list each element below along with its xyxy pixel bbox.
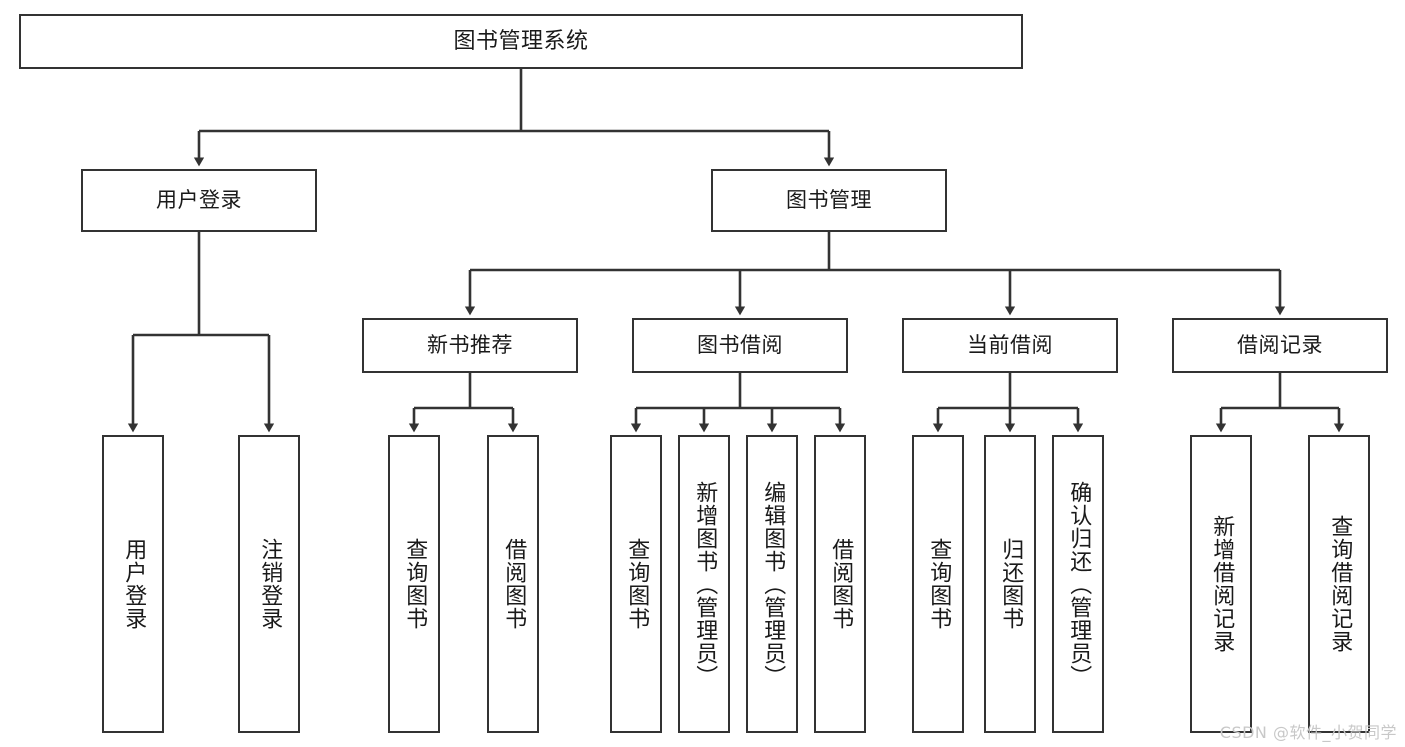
node-leaf-user-logout[interactable]: 注销登录 [238,435,300,733]
node-label: 用户登录 [121,538,147,630]
node-label: 新增借阅记录 [1209,515,1235,653]
node-current-borrow[interactable]: 当前借阅 [902,318,1118,373]
node-leaf-query-book-1[interactable]: 查询图书 [388,435,440,733]
node-leaf-user-login[interactable]: 用户登录 [102,435,164,733]
node-label: 新书推荐 [427,333,513,358]
node-leaf-borrow-book-2[interactable]: 借阅图书 [814,435,866,733]
node-label: 图书管理 [786,188,872,213]
node-label: 借阅记录 [1237,333,1323,358]
node-leaf-query-record[interactable]: 查询借阅记录 [1308,435,1370,733]
node-book-borrow[interactable]: 图书借阅 [632,318,848,373]
node-book-manage[interactable]: 图书管理 [711,169,947,232]
node-label: 新增图书（管理员） [692,480,718,688]
node-label: 查询借阅记录 [1327,515,1353,653]
node-leaf-add-record[interactable]: 新增借阅记录 [1190,435,1252,733]
node-label: 编辑图书（管理员） [760,480,786,688]
node-label: 确认归还（管理员） [1066,480,1092,688]
node-leaf-add-book[interactable]: 新增图书（管理员） [678,435,730,733]
node-label: 查询图书 [624,538,650,630]
node-new-book-rec[interactable]: 新书推荐 [362,318,578,373]
node-label: 归还图书 [998,538,1024,630]
node-leaf-borrow-book-1[interactable]: 借阅图书 [487,435,539,733]
node-user-login[interactable]: 用户登录 [81,169,317,232]
node-root[interactable]: 图书管理系统 [19,14,1023,69]
node-label: 借阅图书 [828,538,854,630]
node-leaf-edit-book[interactable]: 编辑图书（管理员） [746,435,798,733]
node-leaf-confirm-return[interactable]: 确认归还（管理员） [1052,435,1104,733]
node-label: 查询图书 [926,538,952,630]
node-label: 图书管理系统 [453,28,589,54]
node-leaf-query-book-3[interactable]: 查询图书 [912,435,964,733]
node-label: 图书借阅 [697,333,783,358]
node-borrow-record[interactable]: 借阅记录 [1172,318,1388,373]
csdn-watermark: CSDN @软件_小贺同学 [1219,723,1397,742]
node-label: 查询图书 [402,538,428,630]
node-leaf-return-book[interactable]: 归还图书 [984,435,1036,733]
node-label: 用户登录 [156,188,242,213]
node-label: 注销登录 [257,538,283,630]
node-label: 当前借阅 [967,333,1053,358]
node-label: 借阅图书 [501,538,527,630]
node-leaf-query-book-2[interactable]: 查询图书 [610,435,662,733]
